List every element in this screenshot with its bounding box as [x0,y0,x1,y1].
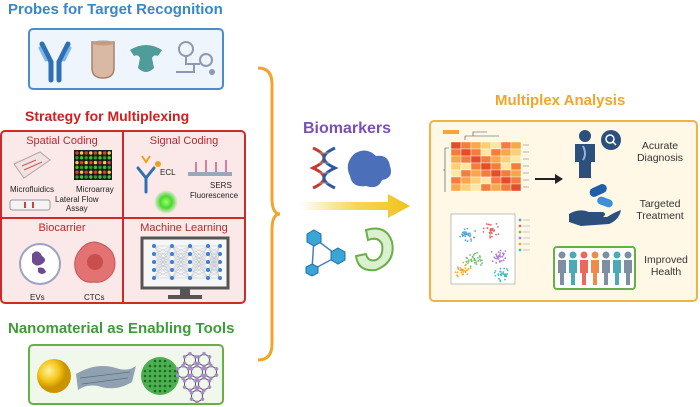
gold-nanoparticle-icon [37,359,71,393]
probes-panel [28,28,224,90]
probes-title: Probes for Target Recognition [8,1,223,18]
lateral-flow-strip-icon [9,199,51,211]
aptamer-icon [130,45,162,72]
signal-coding-title: Signal Coding [149,135,219,147]
diagnosis-label: Acurate Diagnosis [627,140,693,164]
treatment-label: Targeted Treatment [627,198,693,222]
lateral-flow-label-line1: Lateral Flow [55,195,99,204]
treatment-label-line1: Targeted [639,198,681,210]
microfluidics-label: Microfluidics [10,185,55,194]
tube-icon [91,40,115,79]
machine-learning-title: Machine Learning [140,222,228,234]
monitor-neural-net-icon [140,236,230,299]
sers-label: SERS [210,181,232,190]
nano-panel [28,344,224,405]
microfluidic-chip-icon [13,151,51,179]
enzyme-crescent-icon [354,227,394,272]
ctc-cell-icon [74,241,116,283]
porous-nanoparticle-icon [141,357,179,395]
strategy-divider-horizontal [2,217,244,219]
health-label-line1: Improved [644,254,688,266]
graphene-sheet-icon [76,366,136,390]
biomarkers-title: Biomarkers [303,120,392,137]
result-arrow-icon [535,174,563,184]
people-group-icon [558,251,632,285]
microarray-icon [74,150,112,180]
grouping-bracket [257,66,281,362]
ecl-antibody-icon [136,155,161,194]
microarray-label: Microarray [76,185,114,194]
antibody-icon [38,41,72,83]
hand-pill-icon [569,184,621,226]
health-label: Improved Health [635,254,697,278]
diagnosis-label-line2: Diagnosis [636,152,684,164]
fluorescence-glow-icon [154,190,178,214]
strategy-title: Strategy for Multiplexing [25,108,190,124]
carbon-lattice-icon [175,351,219,405]
lateral-flow-label: Lateral Flow Assay [55,195,99,213]
dna-icon [309,146,339,190]
health-label-line2: Health [650,266,682,278]
doctor-magnifier-icon [575,130,621,178]
fluorescence-label: Fluorescence [190,191,239,200]
treatment-label-line2: Treatment [636,210,684,222]
molecule-network-icon [305,229,346,277]
lateral-flow-label-line2: Assay [65,204,88,213]
analysis-title: Multiplex Analysis [495,92,626,109]
diagnosis-label-line1: Acurate [641,140,679,152]
evs-label: EVs [30,293,45,302]
ev-vesicle-icon [19,243,61,285]
ctcs-label: CTCs [84,293,105,302]
flow-arrow-icon [300,194,410,218]
nano-title: Nanomaterial as Enabling Tools [8,320,235,337]
spatial-coding-title: Spatial Coding [26,135,98,147]
sers-substrate-icon [188,160,232,176]
improved-health-box [553,246,636,290]
hairpin-icon [176,41,215,75]
ecl-label: ECL [160,168,176,177]
strategy-panel: Spatial Coding Microfluidics Microarray … [0,130,246,304]
heatmap-icon [443,130,529,192]
biocarrier-title: Biocarrier [38,222,86,234]
analysis-panel: Acurate Diagnosis Targeted Treatment Imp… [429,120,698,302]
tsne-scatter-icon [450,213,530,285]
protein-blob-icon [347,150,391,188]
